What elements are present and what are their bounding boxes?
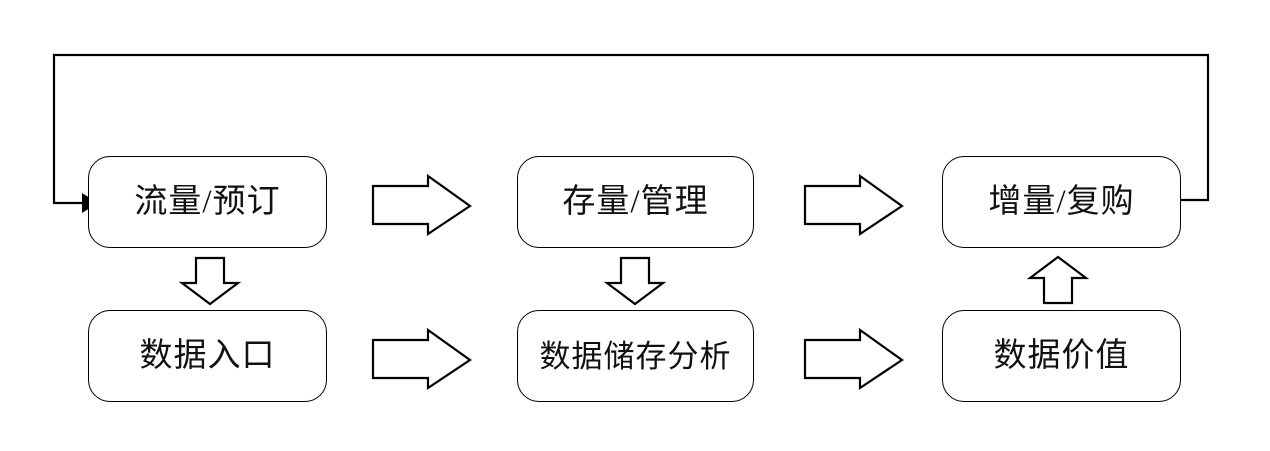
bottom-arrow-1-block-arrow	[371, 327, 472, 391]
node-stock-management-label: 存量/管理	[562, 183, 709, 220]
node-traffic-booking[interactable]: 流量/预订	[88, 156, 327, 248]
top-arrow-1-block-arrow	[371, 173, 472, 237]
node-data-value[interactable]: 数据价值	[942, 310, 1181, 402]
node-traffic-booking-label: 流量/预订	[134, 183, 281, 220]
node-data-value-label: 数据价值	[993, 337, 1130, 374]
bottom-arrow-2-block-arrow	[803, 327, 904, 391]
node-stock-management[interactable]: 存量/管理	[517, 156, 754, 248]
down-arrow-2-block-arrow	[603, 256, 667, 306]
up-arrow-1-block-arrow	[1026, 255, 1090, 305]
node-data-storage-analysis-label: 数据储存分析	[539, 338, 732, 374]
node-data-storage-analysis[interactable]: 数据储存分析	[517, 310, 754, 402]
node-data-entry[interactable]: 数据入口	[88, 310, 327, 402]
node-growth-repurchase[interactable]: 增量/复购	[942, 156, 1181, 248]
node-data-entry-label: 数据入口	[139, 337, 276, 374]
node-growth-repurchase-label: 增量/复购	[988, 183, 1135, 220]
down-arrow-1-block-arrow	[178, 256, 242, 306]
top-arrow-2-block-arrow	[803, 173, 904, 237]
